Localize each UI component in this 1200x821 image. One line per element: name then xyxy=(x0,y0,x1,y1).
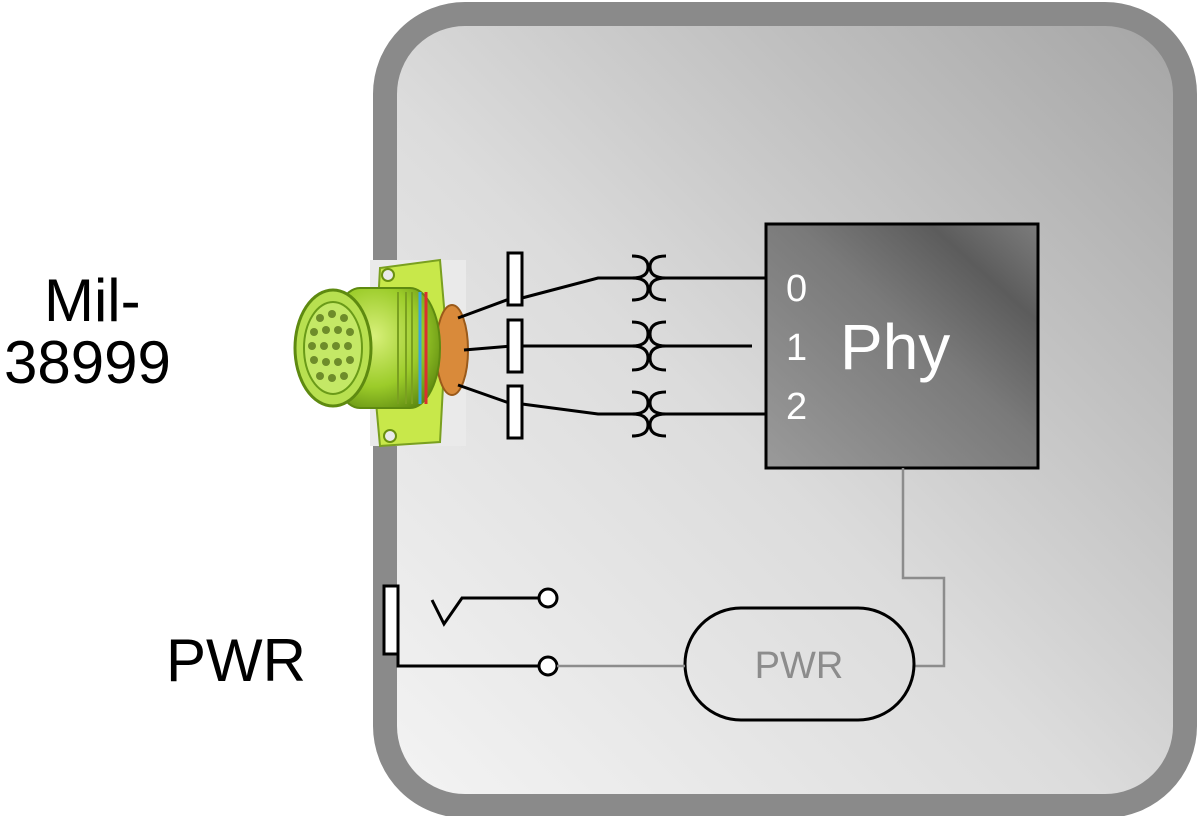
coupling-capacitors xyxy=(506,251,524,440)
capacitor-1 xyxy=(506,318,524,374)
connector-label-line1: Mil- xyxy=(44,267,141,334)
power-external-label: PWR xyxy=(166,627,306,694)
phy-port-2: 2 xyxy=(786,386,807,428)
phy-port-1: 1 xyxy=(786,327,807,369)
connector-wires xyxy=(457,296,513,406)
power-block xyxy=(683,606,916,722)
cap-to-transformer-wires xyxy=(521,276,632,416)
phy-label: Phy xyxy=(840,311,950,383)
switch-icon xyxy=(396,587,559,677)
connector-label-line2: 38999 xyxy=(4,329,171,396)
power-jack xyxy=(382,584,400,656)
phy-power-wire xyxy=(901,468,946,668)
phy-block xyxy=(764,222,1040,470)
capacitor-0 xyxy=(506,251,524,307)
mil-38999-connector-icon xyxy=(293,258,469,448)
phy-port-0: 0 xyxy=(786,268,807,310)
power-block-label: PWR xyxy=(755,645,844,687)
connector-label: Mil- 38999 xyxy=(4,270,234,394)
transformer-to-phy-wires xyxy=(666,276,766,416)
capacitor-2 xyxy=(506,384,524,440)
